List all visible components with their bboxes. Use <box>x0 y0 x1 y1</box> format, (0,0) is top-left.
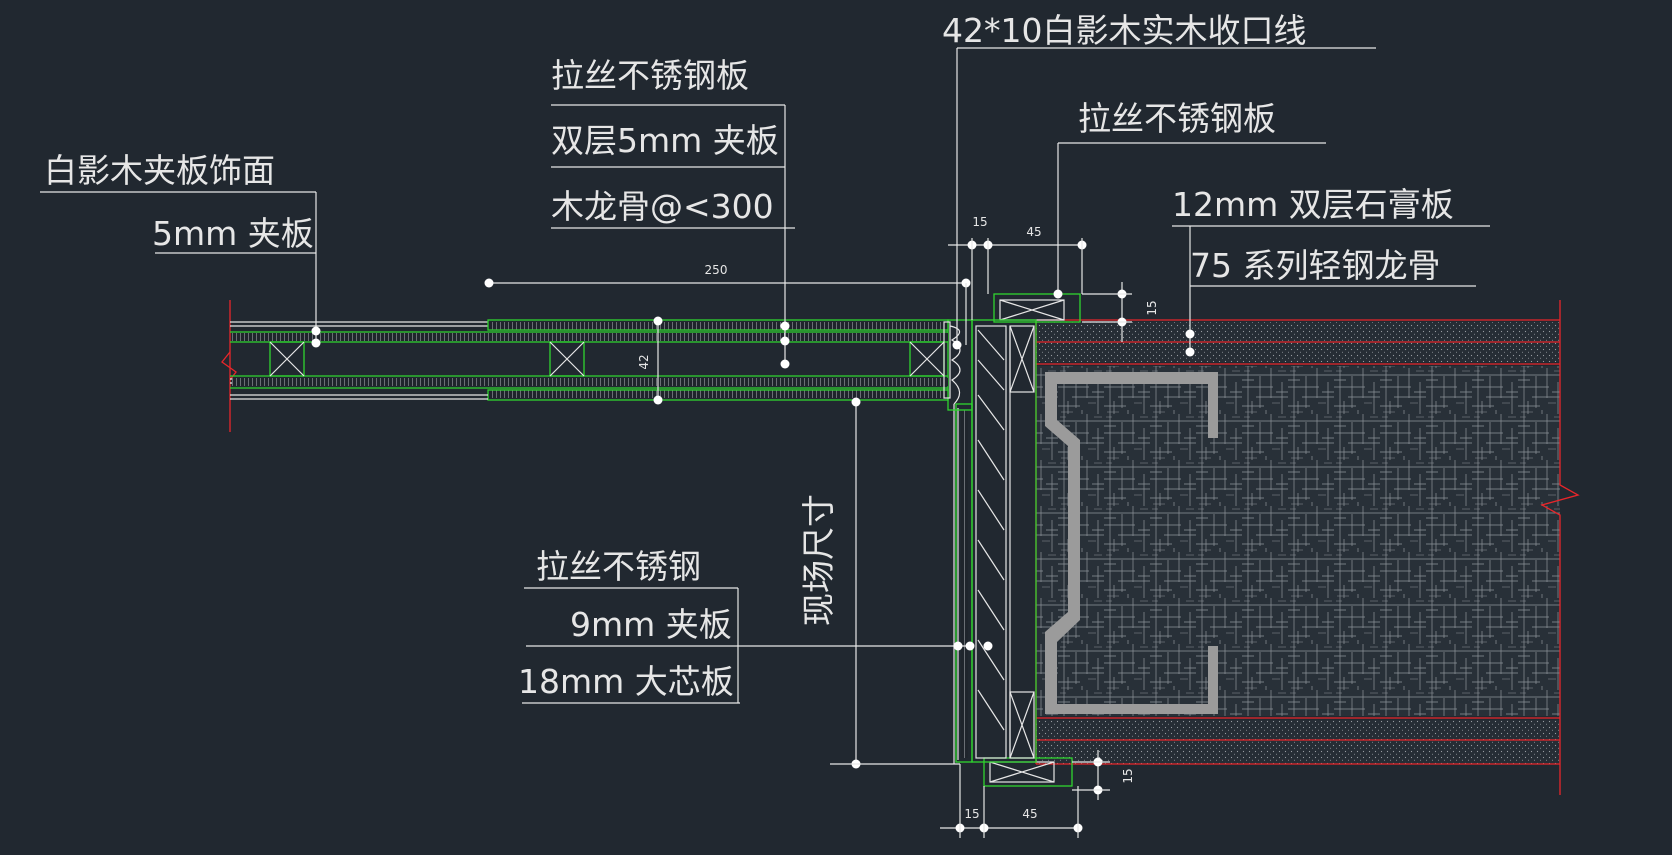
dim-15-bottom: 15 <box>964 807 979 821</box>
door-leaf-section <box>221 300 951 432</box>
steel-c-stud <box>1045 372 1218 714</box>
dim-45-bottom: 45 <box>1022 807 1037 821</box>
label-double-plywood: 双层5mm 夹板 <box>551 121 779 160</box>
label-plywood-9: 9mm 夹板 <box>570 605 732 644</box>
dim-42: 42 <box>637 354 651 369</box>
dim-250: 250 <box>705 263 728 277</box>
leader-lines <box>40 47 1490 704</box>
wall-section <box>1035 300 1580 795</box>
label-wood-keel: 木龙骨@<300 <box>551 187 774 226</box>
dim-45-top: 45 <box>1026 225 1041 239</box>
label-brushed-steel-bottom: 拉丝不锈钢 <box>536 547 701 586</box>
wall-core-hatch <box>1036 366 1560 716</box>
wall-break-line <box>1540 300 1580 795</box>
dim-15-top: 15 <box>972 215 987 229</box>
dim-15-right-top: 15 <box>1145 300 1159 315</box>
annotation-labels: 42*10白影木实木收口线 拉丝不锈钢板 双层5mm 夹板 木龙骨@<300 白… <box>44 11 1454 701</box>
label-site-size: 现场尺寸 <box>799 494 838 626</box>
label-gypsum: 12mm 双层石膏板 <box>1172 185 1454 224</box>
label-brushed-steel-top: 拉丝不锈钢板 <box>551 56 749 95</box>
label-top-trim: 42*10白影木实木收口线 <box>942 11 1306 50</box>
label-brushed-steel-right: 拉丝不锈钢板 <box>1078 99 1276 138</box>
label-veneer-face: 白影木夹板饰面 <box>44 151 275 190</box>
label-light-steel: 75 系列轻钢龙骨 <box>1190 246 1440 285</box>
label-blockboard: 18mm 大芯板 <box>518 662 734 701</box>
door-jamb <box>947 293 1081 787</box>
label-plywood-5: 5mm 夹板 <box>152 214 314 253</box>
gypsum-board-bottom <box>1036 720 1560 764</box>
dim-15-right-bottom: 15 <box>1121 768 1135 783</box>
dimension-lines: 250 42 15 45 15 15 15 45 <box>484 215 1159 838</box>
